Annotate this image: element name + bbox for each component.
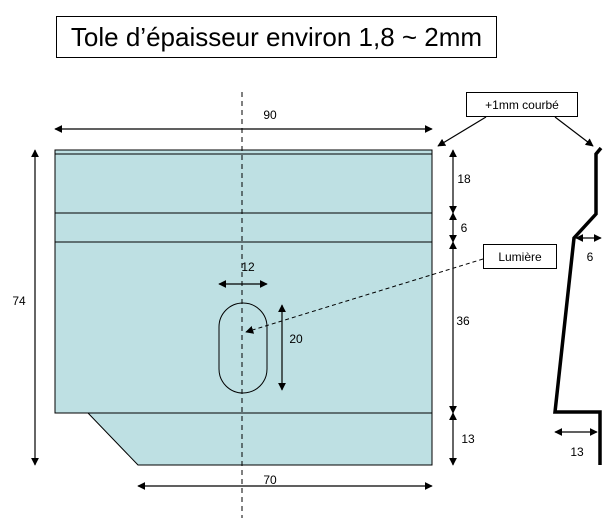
bend-leader-left (437, 116, 487, 147)
slot-outline (218, 302, 268, 394)
dim-slot-height: 20 (289, 332, 303, 346)
dim-band-bottom: 13 (461, 432, 475, 446)
dim-band-top: 18 (457, 172, 471, 186)
page-title: Tole d’épaisseur environ 1,8 ~ 2mm (56, 16, 497, 58)
side-profile (553, 146, 603, 465)
dim-bottom-width: 70 (263, 473, 277, 487)
dim-band-middle: 36 (456, 314, 470, 328)
dim-total-height: 74 (12, 294, 26, 308)
bend-leader-right (554, 116, 594, 147)
plate-outline (54, 149, 433, 466)
callout-slot: Lumière (483, 244, 557, 269)
dim-profile-foot: 13 (570, 445, 584, 459)
slot-leader (245, 258, 484, 334)
dim-slot-width: 12 (241, 260, 255, 274)
dim-band-second: 6 (461, 221, 468, 235)
dim-top-width: 90 (263, 108, 277, 122)
callout-bend: +1mm courbé (466, 92, 578, 117)
dim-profile-offset: 6 (587, 250, 594, 264)
